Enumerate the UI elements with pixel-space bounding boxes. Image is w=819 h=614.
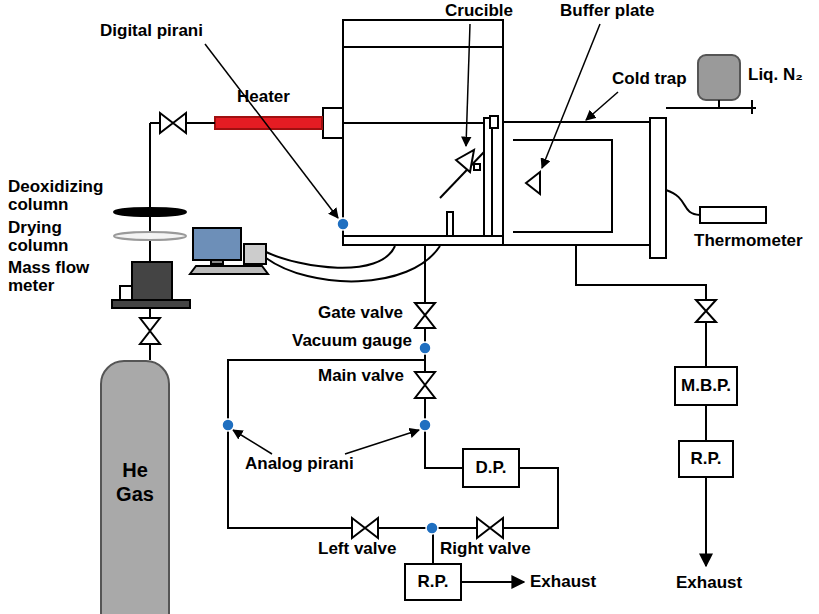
part-label: Analog pirani [245,455,354,473]
part-label: Liq. N₂ [748,66,803,84]
part-label: Cold trap [612,70,687,88]
node-text: R.P. [691,449,722,469]
part-label: Main valve [318,367,404,385]
part-label: Digital pirani [100,22,203,40]
node-text: M.B.P. [681,376,731,396]
part-label: Mass flow meter [8,259,120,295]
node-text: D.P. [476,458,507,478]
part-label: Exhaust [530,573,596,591]
part-label: Crucible [445,2,513,20]
part-label: Left valve [318,540,396,558]
part-label: Buffer plate [560,2,654,20]
node-text: R.P. [418,572,449,592]
pump-box: R.P. [678,440,734,478]
gas-cylinder: He Gas [100,360,170,614]
pipe-connector [705,406,707,440]
part-label: Vacuum gauge [292,332,412,350]
part-label: Deoxidizing column [8,178,120,214]
part-label: Gate valve [318,304,403,322]
part-label: Right valve [440,540,531,558]
pump-box: D.P. [462,448,520,488]
pump-box: R.P. [404,563,462,601]
part-label: Exhaust [676,574,742,592]
node-text: He Gas [113,458,157,506]
part-label: Heater [237,88,290,106]
pump-box: M.B.P. [674,366,738,406]
part-label: Thermometer [694,232,803,250]
part-label: Drying column [8,219,120,255]
